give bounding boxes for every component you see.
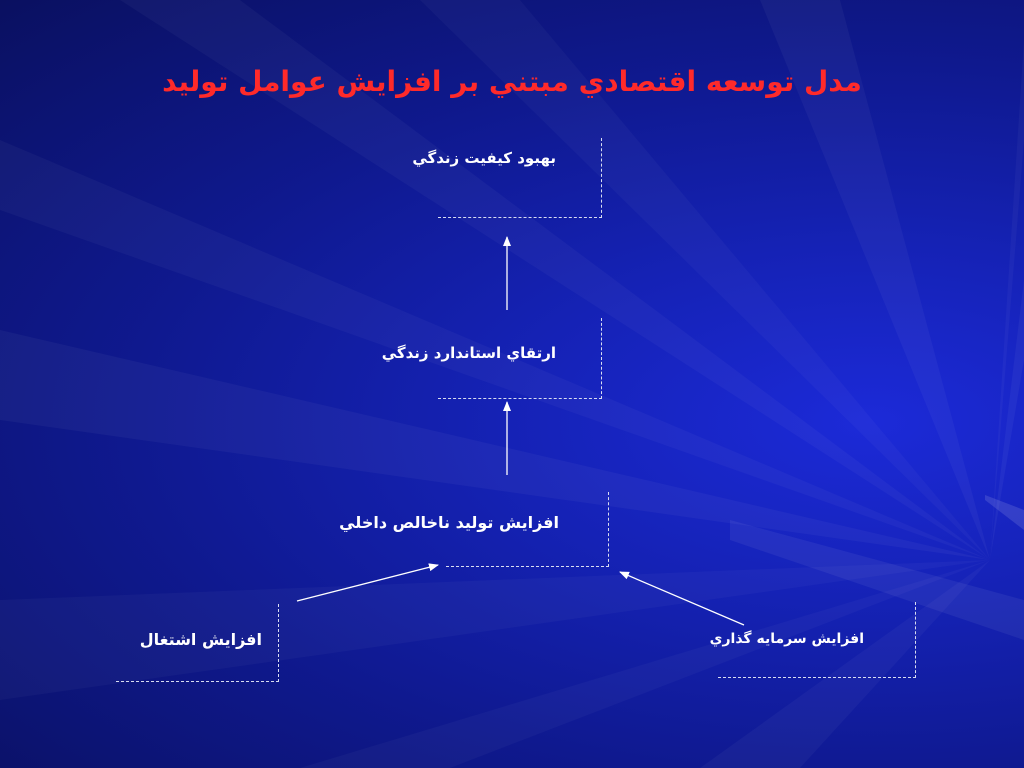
arrow-employment-to-gdp [296,563,439,602]
arrow-investment-to-gdp [619,571,745,626]
node-label-employment: افزايش اشتغال [139,630,262,649]
node-label-gdp: افزايش توليد ناخالص داخلي [339,513,559,532]
node-box-quality-of-life [438,138,602,218]
node-box-gdp [446,492,609,567]
node-box-employment [116,604,279,682]
node-label-living-standard: ارتقاي استاندارد زندگي [381,344,556,362]
node-box-investment [718,602,916,678]
node-label-quality-of-life: بهبود كيفيت زندگي [412,149,556,167]
slide-title: مدل توسعه اقتصادي مبتني بر افزايش عوامل … [162,65,862,98]
node-box-living-standard [438,318,602,399]
node-label-investment: افزايش سرمايه گذاري [709,631,864,647]
